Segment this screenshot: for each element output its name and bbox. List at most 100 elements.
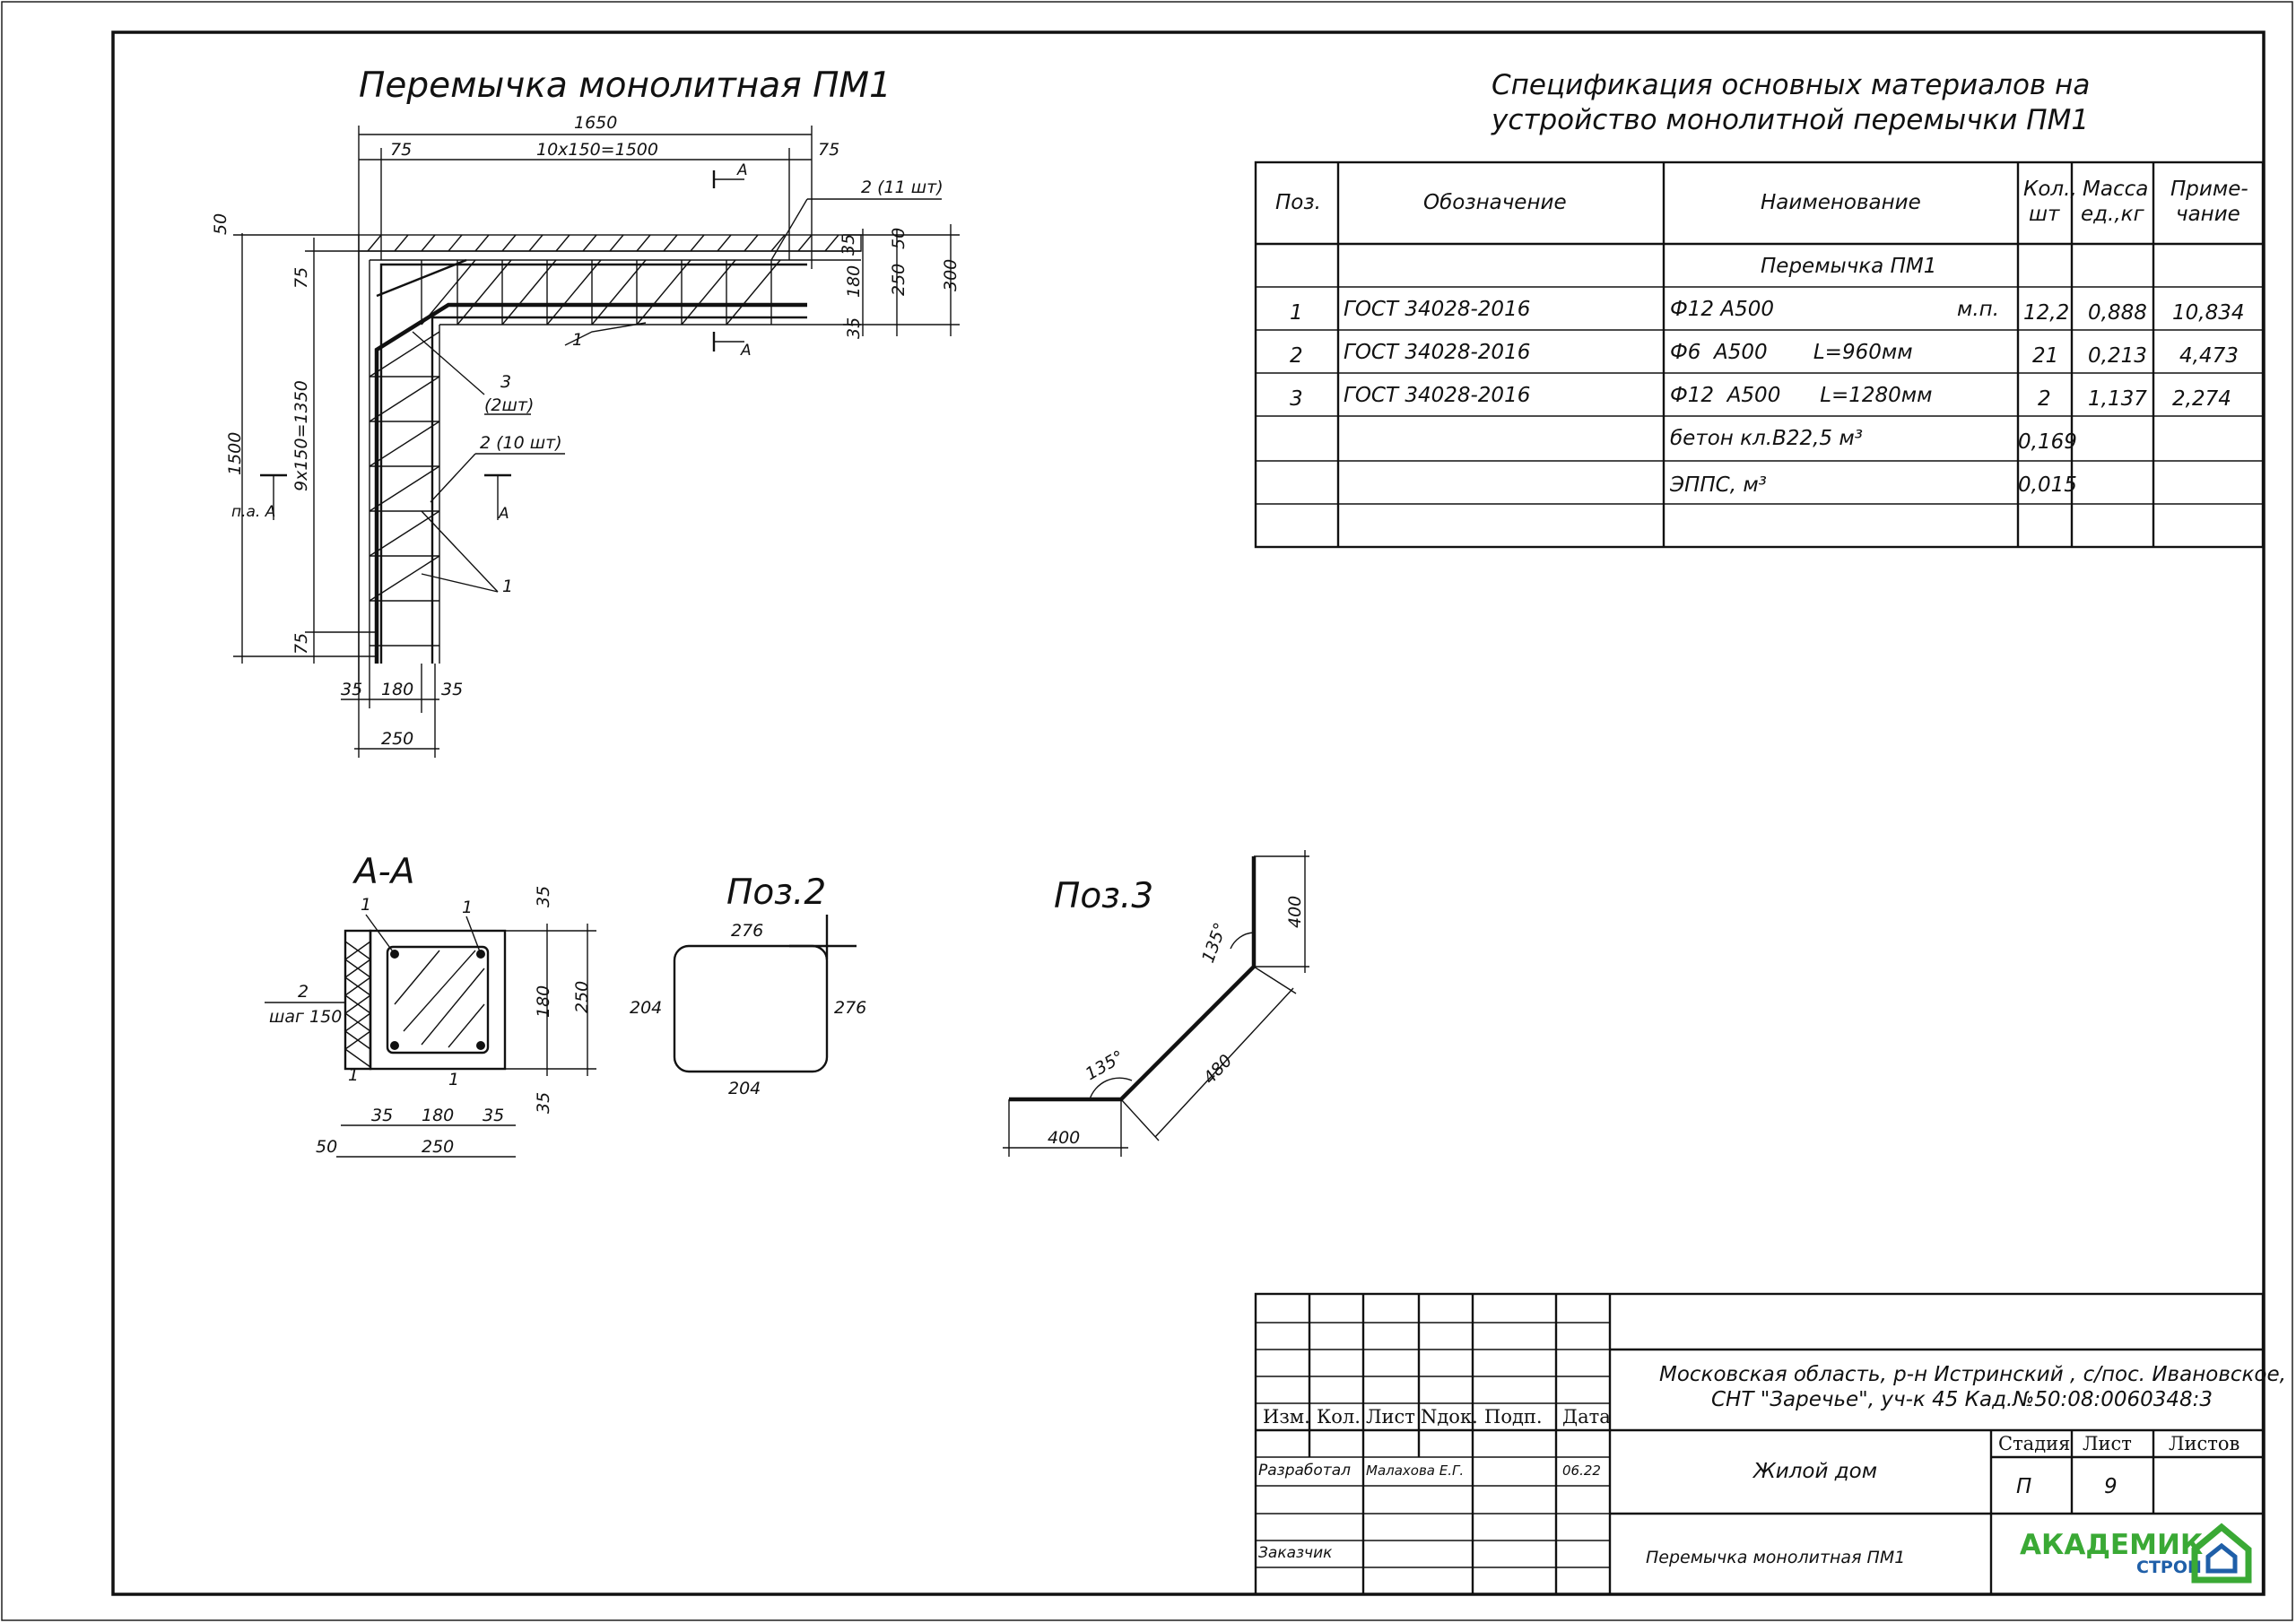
section-stirrup [386,945,490,1055]
section-label: А [740,342,752,360]
dim-spacing-top: 10x150=1500 [536,140,658,160]
dim-total-250: 250 [572,981,592,1013]
spec-row-lines [1256,286,2263,505]
stamp-developed-label: Разработал [1258,1462,1351,1480]
leader [421,510,499,593]
label-pos2: 2 [298,982,309,1002]
dim-end-right: 75 [818,140,839,160]
rebar-pos1-inner [430,316,807,664]
leader-pos1 [564,322,647,346]
poz2-left: 204 [630,998,662,1018]
spec-row: 2 ГОСТ 34028-2016 Ф6 А500 L=960мм 21 0,2… [1290,341,2239,368]
dim-left-75b: 75 [291,633,311,655]
poz2-top: 276 [731,921,763,941]
spec-row: бетон кл.В22,5 м³ 0,169 [1670,427,2077,454]
spec-cell-designation: ГОСТ 34028-2016 [1344,384,1530,407]
dim-right-50: 50 [889,228,909,249]
spec-cell-note: 10,834 [2172,301,2244,325]
poz2-title: Поз.2 [726,872,826,913]
angle-arc [1089,1077,1133,1100]
dim-left-75: 75 [291,267,311,289]
spec-cell-note: 2,274 [2172,387,2231,411]
rebar-pos1-outer [379,263,807,664]
section-label: А [498,505,509,523]
spec-cell-name: бетон кл.В22,5 м³ [1670,427,1863,450]
spec-head-note-l2: чание [2176,203,2240,226]
spec-title-line2: устройство монолитной перемычки ПМ1 [1491,104,2089,136]
spec-cell-name: ЭППС, м³ [1669,473,1767,497]
title-block: Изм. Кол. Лист Nдок. Подп. Дата Разработ… [1254,1292,2286,1596]
stamp-head-data: Дата [1562,1406,1611,1428]
spec-cell-pos: 3 [1290,387,1303,411]
logo-text-main: АКАДЕМИК [2020,1529,2203,1561]
dim-bottom-35b: 35 [441,680,463,699]
spec-cell-qty: 21 [2032,344,2058,368]
spec-head-name: Наименование [1761,191,1921,214]
dim-right-180: 180 [844,265,864,298]
section-insulation [344,929,372,1071]
poz3-angle-bottom: 135° [1083,1046,1128,1084]
leader [365,914,396,955]
poz2-bottom: 204 [728,1079,761,1098]
dim-bottom-250: 250 [381,729,413,749]
leader [465,916,482,955]
spec-head-qty-l1: Кол., [2023,178,2077,201]
stamp-head-izm: Изм. [1263,1406,1310,1428]
stirrups-left [370,376,439,647]
dim-right-300: 300 [941,259,961,291]
extension-line [1253,966,1297,994]
spec-cell-pos: 1 [1290,301,1303,325]
drawing-title: Перемычка монолитная ПМ1 [359,65,891,106]
stamp-object: Жилой дом [1752,1460,1877,1483]
insulation-hatch [367,234,839,252]
dim-b-35a: 35 [371,1106,393,1125]
spec-head-note-l1: Приме- [2170,178,2248,201]
poz3-shape [1009,856,1257,1102]
spec-cell-qty: 0,015 [2018,473,2077,497]
stamp-stage: П [2016,1475,2031,1498]
stamp-sheet-label: Лист [2083,1433,2132,1454]
poz2-shape [673,944,829,1073]
stamp-sheet-title: Перемычка монолитная ПМ1 [1646,1548,1905,1567]
spec-cell-qty: 12,2 [2023,301,2069,325]
dim-end-left: 75 [390,140,412,160]
label-pos2-10: 2 (10 шт) [480,433,562,453]
dim-overall-length: 1650 [574,113,617,133]
stamp-address-line1: Московская область, р-н Истринский , с/п… [1659,1363,2286,1386]
spec-grid [1254,161,2265,549]
dim-spacing-left: 9x150=1350 [291,380,311,491]
poz2-detail: Поз.2 276 204 276 204 [630,872,866,1098]
spec-head-mass-l1: Масса [2083,178,2148,201]
dim-bottom-180: 180 [381,680,413,699]
stamp-developer: Малахова Е.Г. [1366,1462,1464,1479]
stamp-head-kol: Кол. [1317,1406,1361,1428]
insulation-crosshatch [344,941,371,1068]
label-pos1b: 1 [502,577,513,596]
spec-head-mass-l2: ед.,кг [2081,203,2145,226]
stamp-head-ndok: Nдок. [1421,1406,1478,1428]
spec-cell-name: Ф6 А500 L=960мм [1670,341,1913,364]
stamp-customer-label: Заказчик [1258,1544,1333,1562]
label-pos1-bl: 1 [348,1065,359,1085]
stamp-head-list: Лист [1366,1406,1415,1428]
spec-row: ЭППС, м³ 0,015 [1669,473,2077,497]
dim-b-50: 50 [316,1137,337,1157]
poz2-right: 276 [834,998,866,1018]
dim-height-1500: 1500 [225,432,245,475]
section-aa-title: А-А [352,852,414,892]
spec-cell-designation: ГОСТ 34028-2016 [1344,298,1530,321]
lintel-plan: Перемычка монолитная ПМ1 1650 75 10x150=… [211,65,961,758]
stamp-stage-label: Стадия [1998,1433,2070,1454]
drawing-frame [111,30,2266,1596]
section-label: п.а. А [231,503,275,521]
dim-right-35b: 35 [844,317,864,339]
concrete-hatch [394,950,485,1048]
spec-cell-name: Ф12 А500 [1670,298,1774,321]
stamp-address-line2: СНТ "Заречье", уч-к 45 Кад.№50:08:006034… [1711,1388,2213,1411]
label-pos3-num: 3 [500,372,511,392]
spec-head-qty-l2: шт [2029,203,2060,226]
dim-left-50: 50 [211,213,230,235]
label-pos1-left: 1 [361,895,371,915]
